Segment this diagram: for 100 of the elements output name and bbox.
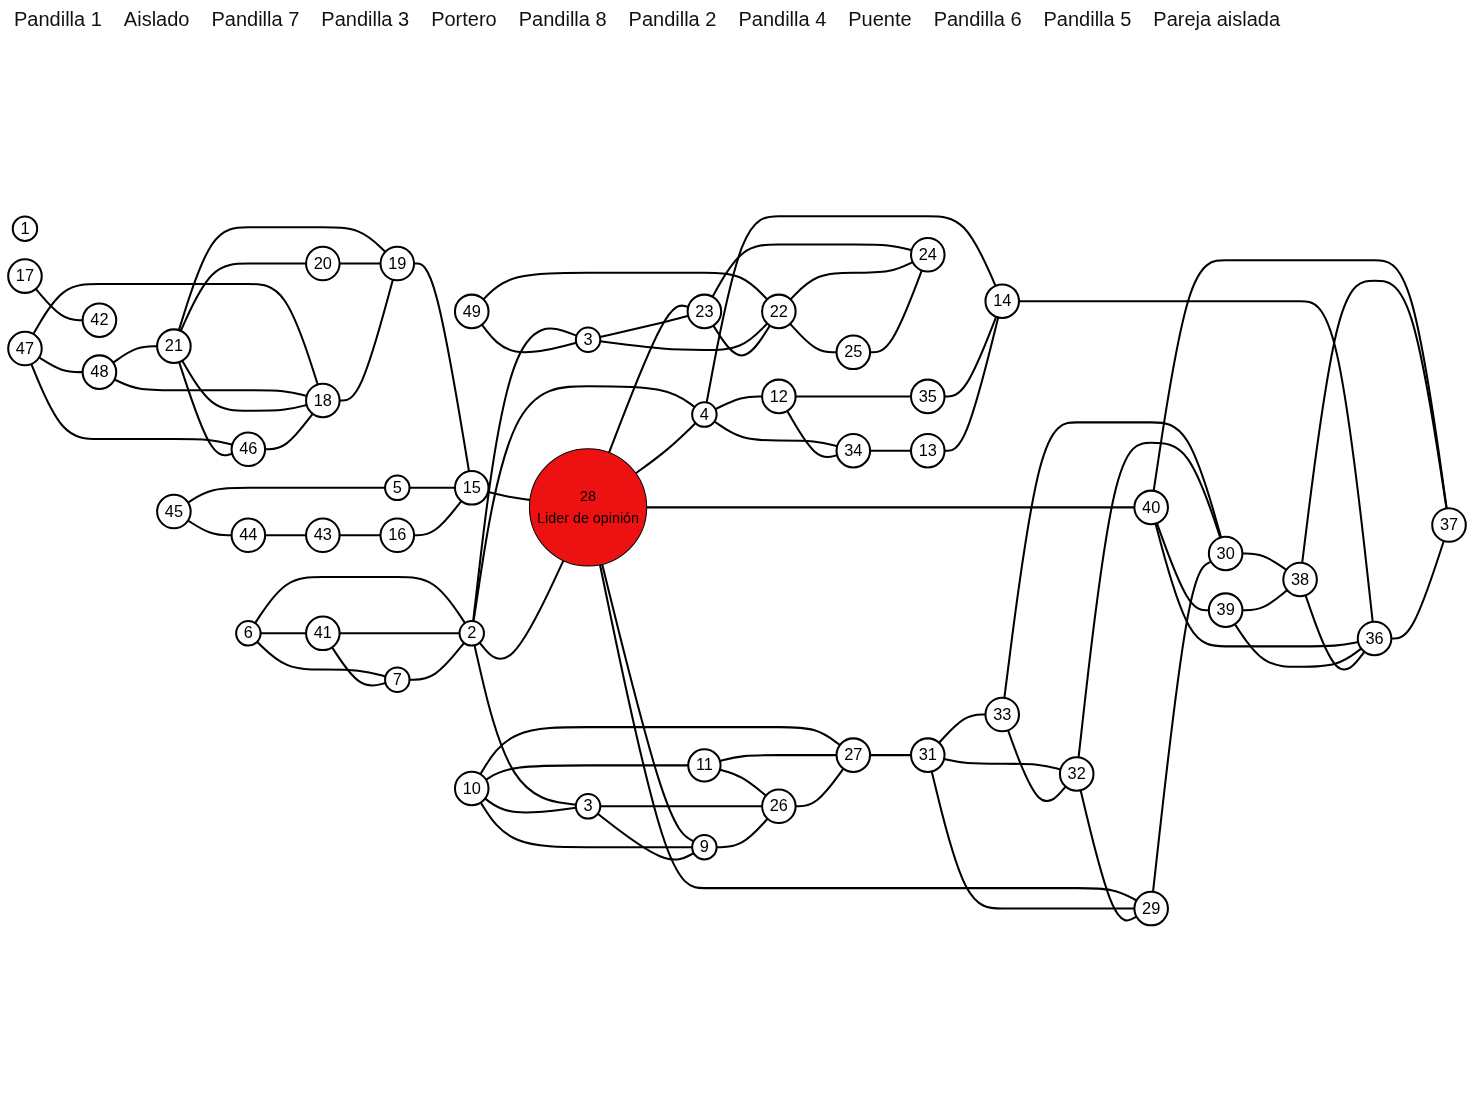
- connector: [179, 262, 307, 332]
- connector: [944, 316, 1000, 452]
- connector: [177, 226, 386, 331]
- connector: [339, 279, 394, 402]
- node-circle: 46: [230, 431, 267, 467]
- connector: [187, 486, 386, 504]
- group-label: Pandilla 8: [518, 8, 607, 31]
- connector: [930, 770, 1135, 910]
- group-label: Pandilla 7: [211, 8, 300, 31]
- connector: [478, 559, 565, 660]
- connector: [870, 753, 911, 756]
- connector: [181, 359, 307, 412]
- group-label: Puente: [848, 8, 912, 31]
- connector: [1391, 540, 1445, 640]
- node-circle: 42: [81, 302, 118, 338]
- connector: [600, 322, 768, 351]
- connector: [38, 356, 83, 373]
- connector: [481, 323, 577, 353]
- connector: [472, 327, 577, 621]
- connector: [178, 361, 233, 456]
- node-circle: 25: [835, 334, 872, 370]
- connector: [114, 378, 307, 397]
- node-circle: 2: [458, 619, 485, 647]
- connector: [265, 533, 307, 536]
- group-label: Pandilla 6: [933, 8, 1022, 31]
- group-label: Portero: [431, 8, 497, 31]
- node-circle: 41: [305, 615, 341, 651]
- group-label: Pandilla 2: [628, 8, 717, 31]
- connector: [473, 644, 577, 806]
- connector: [1079, 789, 1137, 922]
- node-circle: 35: [909, 378, 946, 414]
- connector: [414, 500, 463, 536]
- connector: [599, 314, 689, 338]
- node-circle: 19: [379, 245, 416, 282]
- node-circle: 17: [7, 258, 43, 294]
- connector: [1242, 589, 1288, 611]
- connector: [482, 271, 768, 300]
- node-circle: 45: [156, 493, 192, 530]
- node-circle: 14: [984, 283, 1021, 319]
- node-circle: 31: [909, 737, 946, 773]
- connector: [187, 519, 232, 536]
- connector: [719, 753, 837, 762]
- connector: [1152, 560, 1212, 892]
- connector: [265, 412, 314, 451]
- node-circle: 5: [384, 474, 411, 501]
- node-circle: 38: [1282, 561, 1318, 597]
- connector: [484, 797, 577, 814]
- node-circle: 33: [984, 696, 1021, 733]
- connector: [599, 564, 1137, 902]
- node-circle: 32: [1058, 755, 1095, 792]
- connector: [254, 575, 466, 624]
- connector: [711, 243, 912, 297]
- node-circle: 21: [156, 328, 192, 364]
- node-circle: 49: [453, 293, 490, 329]
- connector: [635, 422, 697, 474]
- connector: [938, 713, 986, 744]
- node-circle: 36: [1356, 620, 1393, 656]
- connector: [870, 269, 923, 354]
- connector: [1019, 299, 1374, 622]
- node-circle: 3: [574, 792, 602, 820]
- connector: [646, 506, 1135, 509]
- connector: [1003, 421, 1223, 698]
- group-label: Pandilla 3: [321, 8, 410, 31]
- connector: [479, 725, 841, 775]
- node-circle: 34: [835, 432, 872, 469]
- connector: [112, 344, 158, 364]
- connector: [32, 282, 319, 385]
- connector: [1234, 623, 1362, 668]
- node-circle: 22: [761, 293, 797, 329]
- connector: [1242, 552, 1287, 571]
- connector: [716, 817, 769, 848]
- connector: [479, 801, 693, 848]
- connector: [597, 812, 695, 861]
- group-label: Pareja aislada: [1153, 8, 1281, 31]
- connector: [789, 260, 914, 300]
- connector: [943, 757, 1061, 771]
- connector: [601, 563, 695, 842]
- node-circle: 20: [305, 245, 341, 282]
- connector: [789, 322, 837, 354]
- connector: [409, 641, 465, 681]
- node-circle: 15: [453, 469, 490, 506]
- node-circle: 1: [11, 215, 39, 242]
- node-circle: 40: [1133, 489, 1169, 525]
- connector: [786, 410, 838, 458]
- node-circle: 29: [1133, 890, 1169, 927]
- node-circle: 9: [691, 833, 718, 861]
- node-circle: 3: [574, 326, 602, 353]
- group-label: Pandilla 5: [1043, 8, 1132, 31]
- node-circle: 6: [235, 619, 262, 647]
- node-circle: 23: [686, 293, 723, 329]
- group-label: Pandilla 4: [738, 8, 827, 31]
- node-circle: 16: [379, 517, 416, 553]
- connector: [256, 640, 386, 678]
- connector: [1155, 522, 1209, 611]
- group-label: Pandilla 1: [14, 8, 102, 31]
- connector: [1154, 523, 1359, 648]
- connector: [714, 395, 763, 410]
- group-label: Aislado: [123, 8, 190, 31]
- connector: [414, 262, 470, 472]
- node-circle: 13: [909, 432, 946, 469]
